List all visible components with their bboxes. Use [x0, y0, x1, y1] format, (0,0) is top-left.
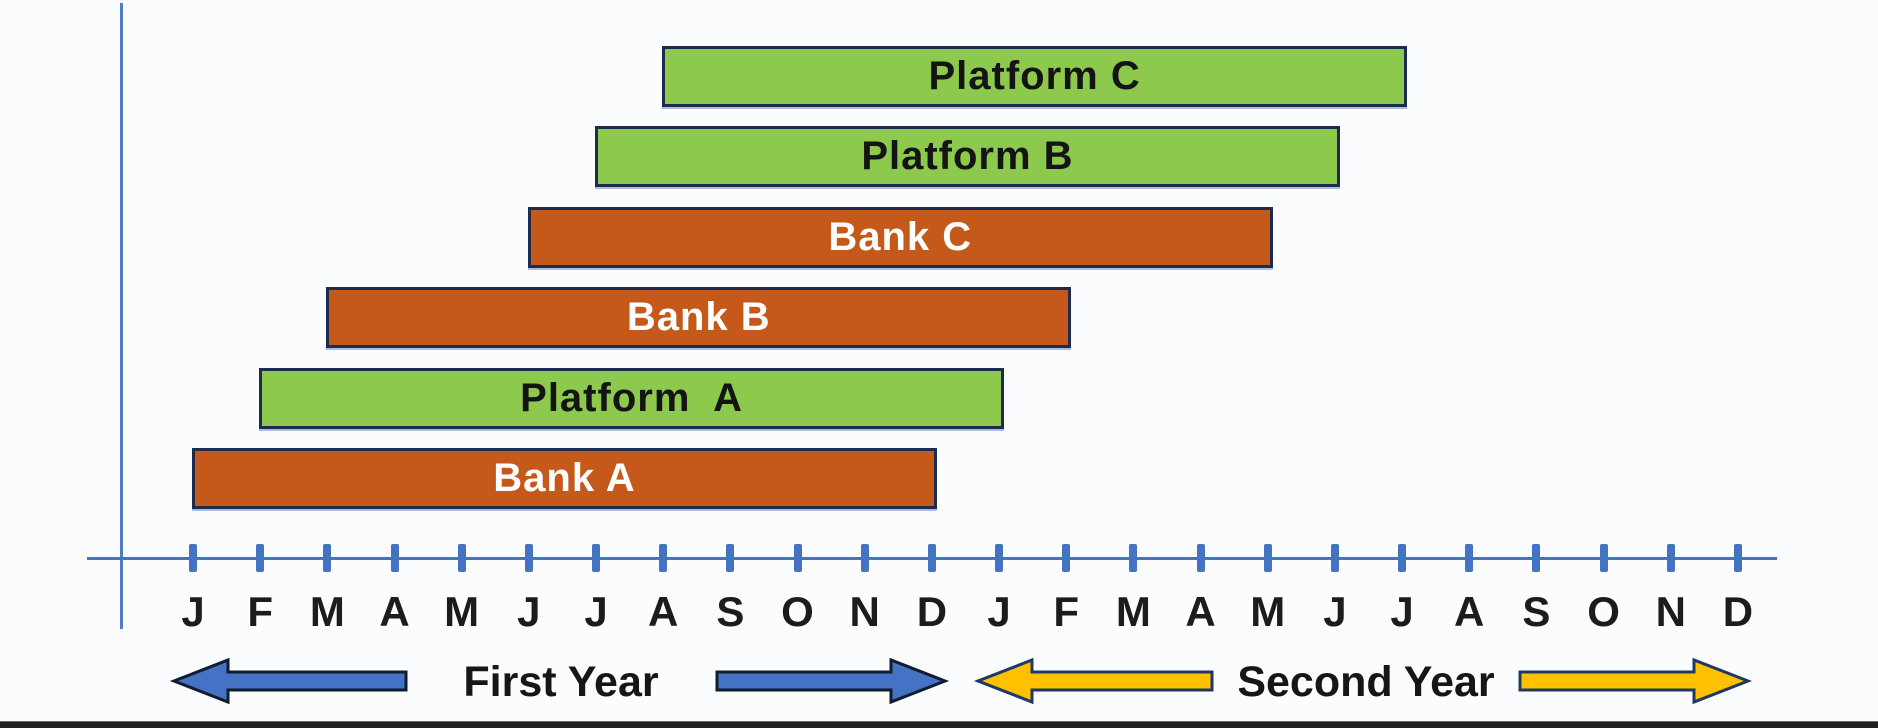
- month-tick: [860, 544, 869, 572]
- bar-bank-a: Bank A: [192, 448, 937, 509]
- month-label: F: [1053, 588, 1080, 635]
- month-label: F: [247, 588, 273, 635]
- bar-label: Bank C: [828, 214, 973, 259]
- bar-label: Platform C: [928, 54, 1141, 98]
- bar-bank-b: Bank B: [326, 287, 1072, 349]
- year-arrows: [169, 657, 1753, 705]
- month-tick: [1733, 544, 1742, 572]
- month-tick: [390, 544, 399, 572]
- month-label: M: [1115, 588, 1151, 635]
- month-label: A: [379, 588, 410, 635]
- first-year-label: First Year: [463, 658, 659, 706]
- month-tick: [659, 544, 668, 572]
- bar-label: Platform A: [520, 375, 744, 420]
- bar-bank-c: Bank C: [527, 206, 1273, 268]
- bar-label: Platform B: [861, 134, 1074, 179]
- month-tick: [323, 544, 332, 572]
- month-label: S: [716, 588, 745, 635]
- month-tick: [1263, 544, 1272, 572]
- second-year-right-arrow: [1518, 657, 1753, 705]
- month-label: S: [1522, 588, 1551, 635]
- month-label: A: [1185, 588, 1216, 635]
- month-tick: [256, 544, 265, 572]
- bar-label: Bank B: [626, 295, 771, 340]
- month-label: M: [444, 588, 480, 635]
- month-tick: [524, 544, 533, 572]
- month-label: D: [916, 588, 948, 635]
- month-tick: [1129, 544, 1138, 572]
- month-tick: [1196, 544, 1205, 572]
- month-label: M: [309, 588, 345, 635]
- month-label: N: [849, 588, 880, 635]
- month-label: J: [1323, 588, 1347, 635]
- month-tick: [1532, 544, 1541, 572]
- month-label: D: [1722, 588, 1754, 635]
- first-year-left-arrow: [169, 657, 408, 705]
- second-year-left-arrow: [973, 657, 1214, 705]
- month-tick: [1062, 544, 1071, 572]
- month-label: J: [1390, 588, 1414, 635]
- month-label: J: [584, 588, 608, 635]
- month-tick: [1599, 544, 1608, 572]
- second-year-label: Second Year: [1237, 658, 1495, 706]
- y-axis-line: [120, 3, 123, 629]
- month-tick: [592, 544, 601, 572]
- bar-platform-b: Platform B: [595, 126, 1340, 188]
- month-label: J: [987, 588, 1011, 635]
- month-tick: [1330, 544, 1339, 572]
- month-tick: [927, 544, 936, 572]
- month-tick: [726, 544, 735, 572]
- month-tick: [1465, 544, 1474, 572]
- month-tick: [793, 544, 802, 572]
- month-label: N: [1655, 588, 1686, 635]
- bar-platform-c: Platform C: [662, 46, 1408, 107]
- month-label: J: [517, 588, 541, 635]
- month-tick: [1666, 544, 1675, 572]
- month-tick: [1398, 544, 1407, 572]
- month-label: A: [1454, 588, 1485, 635]
- month-label: A: [648, 588, 679, 635]
- month-label: M: [1250, 588, 1286, 635]
- bar-platform-a: Platform A: [259, 367, 1005, 429]
- bottom-edge-strip: [0, 721, 1878, 728]
- month-tick: [457, 544, 466, 572]
- month-tick: [995, 544, 1004, 572]
- month-label: O: [1587, 588, 1620, 635]
- month-label: J: [181, 588, 205, 635]
- first-year-right-arrow: [715, 657, 950, 705]
- bar-label: Bank A: [493, 456, 636, 500]
- month-label: O: [781, 588, 814, 635]
- month-tick: [189, 544, 197, 572]
